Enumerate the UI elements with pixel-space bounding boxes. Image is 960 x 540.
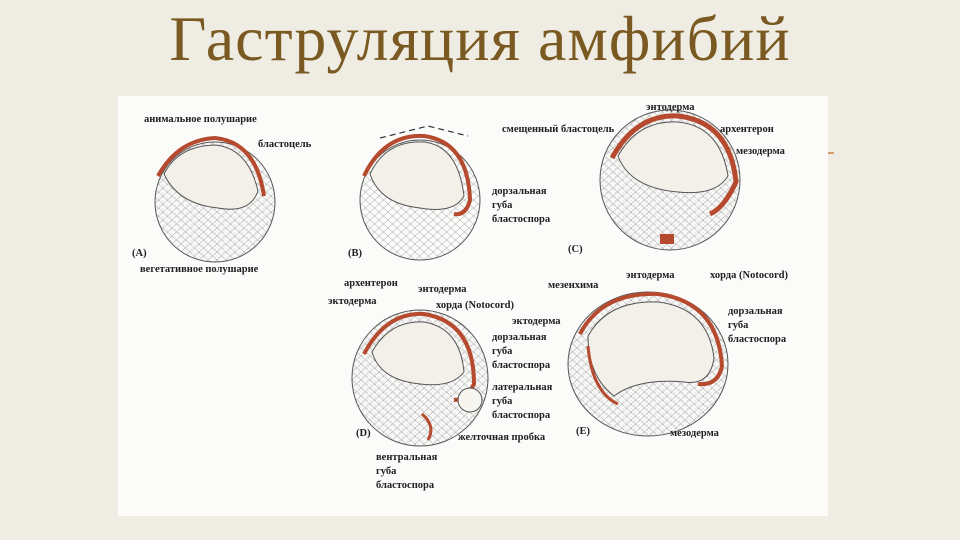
label-d-lateral-lip-1: латеральная bbox=[492, 382, 553, 393]
label-b-dorsal-lip-3: бластоспора bbox=[492, 214, 551, 225]
slide-title: Гаструляция амфибий bbox=[169, 3, 791, 74]
embryo-drawings bbox=[154, 109, 741, 447]
label-e-mesenchyme: мезенхима bbox=[548, 280, 599, 291]
gastrulation-figure: анимальное полушарие бластоцель (A) веге… bbox=[118, 96, 828, 516]
label-panel-a: (A) bbox=[132, 248, 147, 259]
label-d-lateral-lip-2: губа bbox=[492, 396, 513, 407]
label-vegetal-hemisphere: вегетативное полушарие bbox=[140, 264, 259, 275]
label-d-endoderm: энтодерма bbox=[418, 284, 467, 295]
label-panel-e: (E) bbox=[576, 426, 590, 437]
label-d-dorsal-lip-1: дорзальная bbox=[492, 332, 547, 343]
label-d-ectoderm: эктодерма bbox=[328, 296, 377, 307]
label-e-dorsal-lip-3: бластоспора bbox=[728, 334, 787, 345]
label-blastocoel: бластоцель bbox=[258, 139, 312, 150]
label-d-notochord: хорда (Notocord) bbox=[436, 300, 514, 311]
label-panel-c: (C) bbox=[568, 244, 583, 255]
label-d-ventral-lip-2: губа bbox=[376, 466, 397, 477]
embryo-e bbox=[567, 291, 729, 437]
label-d-ventral-lip-1: вентральная bbox=[376, 452, 438, 463]
label-d-dorsal-lip-3: бластоспора bbox=[492, 360, 551, 371]
label-yolk-plug: желточная пробка bbox=[458, 432, 546, 443]
label-e-notochord: хорда (Notocord) bbox=[710, 270, 788, 281]
embryo-a bbox=[154, 135, 276, 263]
label-animal-hemisphere: анимальное полушарие bbox=[144, 114, 257, 125]
label-d-archenteron: архентерон bbox=[344, 278, 398, 289]
label-b-dorsal-lip-1: дорзальная bbox=[492, 186, 547, 197]
label-d-ventral-lip-3: бластоспора bbox=[376, 480, 435, 491]
label-c-endoderm: энтодерма bbox=[646, 102, 695, 113]
label-c-mesoderm: мезодерма bbox=[736, 146, 785, 157]
label-b-dorsal-lip-2: губа bbox=[492, 200, 513, 211]
label-panel-b: (B) bbox=[348, 248, 362, 259]
label-e-endoderm: энтодерма bbox=[626, 270, 675, 281]
label-panel-d: (D) bbox=[356, 428, 371, 439]
label-displaced-blastocoel: смещенный бластоцель bbox=[502, 124, 615, 135]
embryo-b bbox=[359, 125, 481, 261]
label-e-dorsal-lip-2: губа bbox=[728, 320, 749, 331]
label-e-dorsal-lip-1: дорзальная bbox=[728, 306, 783, 317]
label-e-mesoderm: мезодерма bbox=[670, 428, 719, 439]
embryo-d bbox=[351, 309, 489, 447]
bullet-marker bbox=[828, 152, 834, 154]
label-c-archenteron: архентерон bbox=[720, 124, 774, 135]
label-d-lateral-lip-3: бластоспора bbox=[492, 410, 551, 421]
label-d-dorsal-lip-2: губа bbox=[492, 346, 513, 357]
embryo-c bbox=[599, 109, 741, 251]
label-e-ectoderm: эктодерма bbox=[512, 316, 561, 327]
